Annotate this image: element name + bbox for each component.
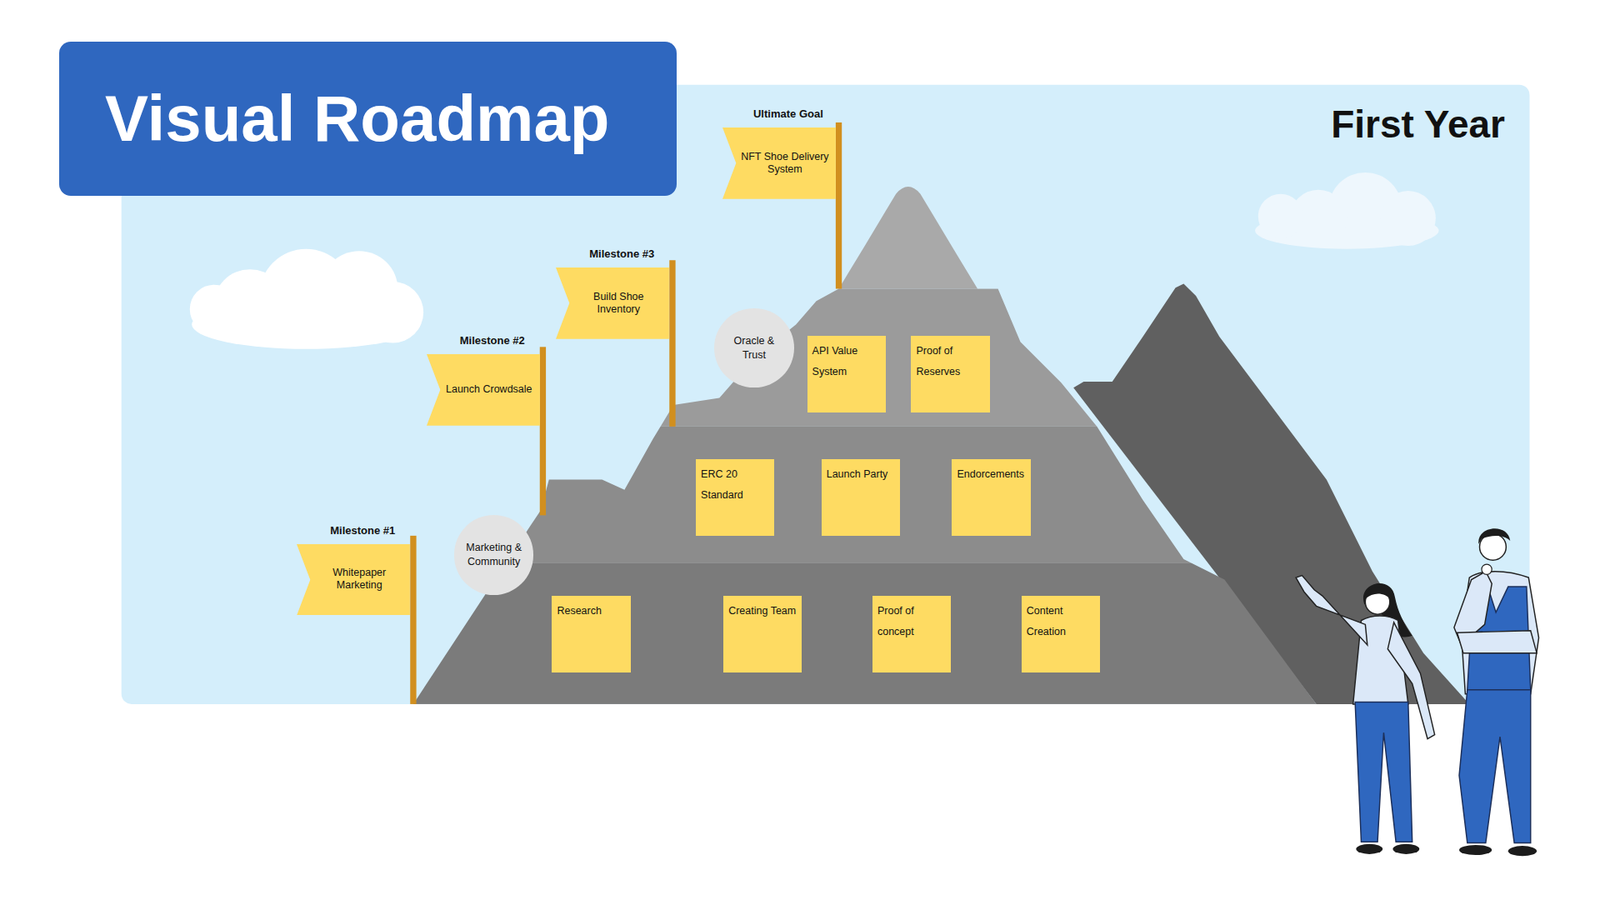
flag-cloth xyxy=(426,354,540,426)
sticky-note: Content Creation xyxy=(1021,595,1100,673)
title-text: Visual Roadmap xyxy=(105,83,610,155)
sticky-note: API Value System xyxy=(807,335,886,413)
shoe xyxy=(1355,844,1383,855)
hair xyxy=(1478,528,1510,544)
shoe xyxy=(1392,844,1420,855)
milestone-heading: Ultimate Goal xyxy=(722,105,836,123)
mountain-tier xyxy=(387,426,1357,564)
mountain-tier xyxy=(387,563,1357,705)
flag-pole xyxy=(835,122,842,290)
cloud-left xyxy=(190,249,424,350)
note-label: Proof of concept xyxy=(877,600,946,643)
sticky-note: Endorcements xyxy=(951,459,1030,536)
flag-label: Launch Crowdsale xyxy=(445,383,533,396)
raised-arm xyxy=(1295,575,1368,645)
note-label: Endorcements xyxy=(956,464,1025,485)
note-label: Research xyxy=(556,600,625,622)
milestone-heading: Milestone #2 xyxy=(426,332,540,350)
shoe xyxy=(1508,845,1537,856)
flag-pole xyxy=(669,260,675,427)
flag-banner: Whitepaper Marketing xyxy=(296,544,410,616)
sticky-note: Launch Party xyxy=(821,459,900,536)
milestone-flag: Milestone #3 Build Shoe Inventory xyxy=(555,245,670,340)
flag-label: Build Shoe Inventory xyxy=(572,290,665,316)
milestone-heading: Milestone #3 xyxy=(555,245,670,263)
note-label: Proof of Reserves xyxy=(915,340,985,383)
note-label: ERC 20 Standard xyxy=(700,464,770,506)
circle-label: Oracle & Trust xyxy=(722,334,786,363)
title-banner: Visual Roadmap xyxy=(59,41,677,196)
sticky-note: Creating Team xyxy=(723,595,802,673)
sticky-note: Proof of concept xyxy=(872,595,951,673)
sticky-note: Research xyxy=(551,595,630,673)
topic-circle: Marketing & Community xyxy=(454,515,535,595)
cloud-part xyxy=(1380,190,1436,246)
cloud-right xyxy=(1255,172,1439,250)
heading-label: First Year xyxy=(1330,100,1505,148)
flag-banner: Launch Crowdsale xyxy=(426,354,540,426)
milestone-flag: Ultimate GoalNFT Shoe Delivery System xyxy=(722,105,836,200)
woman-figure xyxy=(1295,575,1435,855)
note-label: API Value System xyxy=(812,340,881,383)
topic-circle: Oracle & Trust xyxy=(714,308,795,389)
milestone-flag: Milestone #1 Whitepaper Marketing xyxy=(296,522,410,616)
flag-label: Whitepaper Marketing xyxy=(313,566,405,592)
flag-label: NFT Shoe Delivery System xyxy=(739,150,831,176)
cloud-part xyxy=(190,285,240,335)
flag-pole xyxy=(540,346,546,515)
flag-cloth xyxy=(296,544,410,616)
mountain-tier xyxy=(387,289,1357,427)
flag-pole xyxy=(410,535,416,705)
sticky-note: ERC 20 Standard xyxy=(695,459,775,536)
milestone-heading: Milestone #1 xyxy=(296,522,410,540)
jeans xyxy=(1355,701,1413,842)
cloud-part xyxy=(1258,194,1304,240)
main-mountain xyxy=(387,153,1357,705)
flag-cloth xyxy=(722,127,836,200)
flag-banner: Build Shoe Inventory xyxy=(555,267,670,340)
hair xyxy=(1365,587,1392,600)
shoe xyxy=(1459,845,1492,855)
milestone-flag: Milestone #2 Launch Crowdsale xyxy=(426,332,540,426)
note-label: Launch Party xyxy=(826,464,895,485)
note-label: Content Creation xyxy=(1026,600,1095,643)
sticky-note: Proof of Reserves xyxy=(910,335,990,413)
cloud-part xyxy=(362,281,424,343)
note-label: Creating Team xyxy=(728,600,797,622)
flag-cloth xyxy=(555,267,670,340)
flag-banner: NFT Shoe Delivery System xyxy=(722,127,836,200)
hand xyxy=(1481,564,1492,575)
circle-label: Marketing & Community xyxy=(462,540,526,570)
man-figure xyxy=(1454,528,1540,856)
crossed-arm xyxy=(1457,630,1538,654)
trousers xyxy=(1459,690,1531,844)
